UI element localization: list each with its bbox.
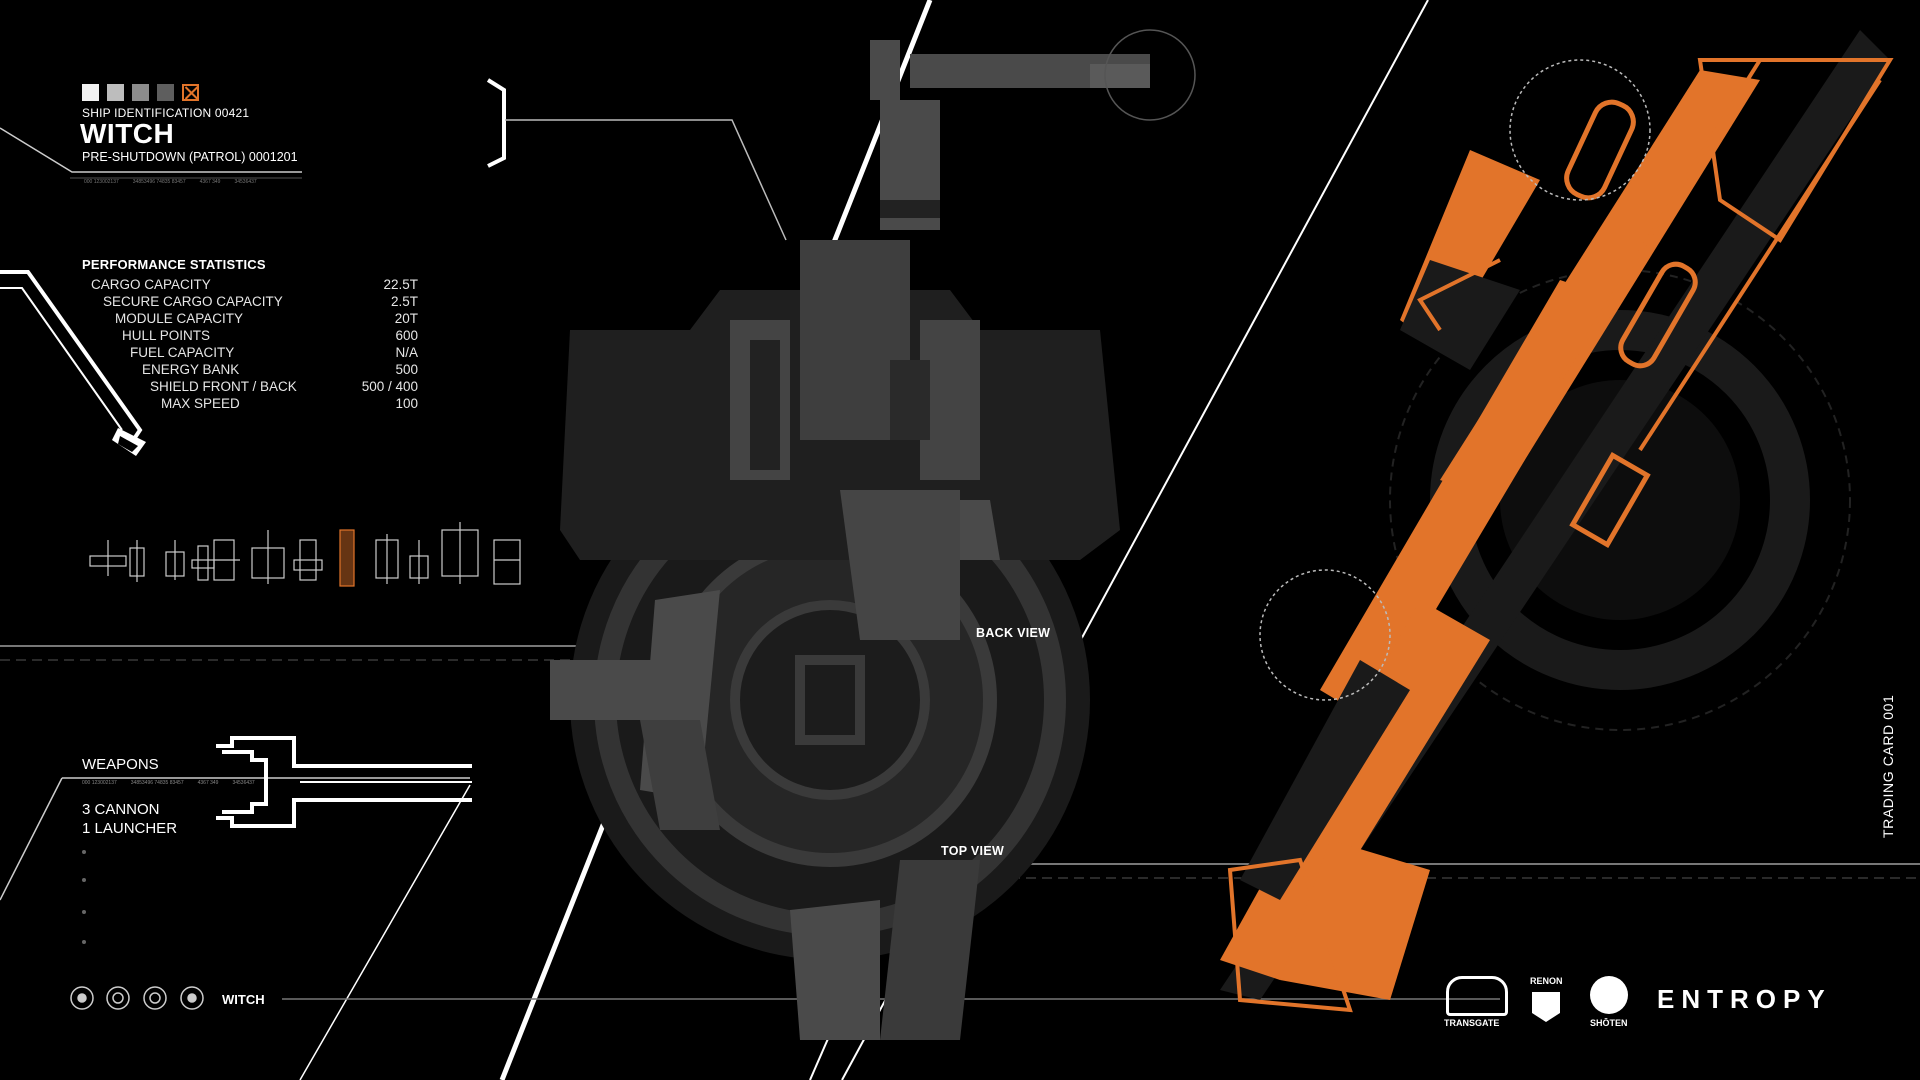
back-view-label: BACK VIEW [976, 626, 1051, 640]
color-swatches [82, 84, 199, 101]
decor-dot [82, 850, 86, 854]
chevron-arrow-icon [112, 428, 146, 456]
stat-value: 22.5T [383, 277, 418, 292]
top-view-schematic [1220, 30, 1894, 1013]
swatch-light-grey [107, 84, 124, 101]
transgate-label: TRANSGATE [1444, 1018, 1500, 1028]
stat-value: 600 [395, 328, 418, 343]
decor-dot [82, 878, 86, 882]
stat-label: ENERGY BANK [142, 362, 240, 377]
hud-brackets [0, 78, 787, 901]
stat-value: N/A [395, 345, 418, 360]
swatch-white [82, 84, 99, 101]
footer-circle-icons [70, 986, 204, 1010]
decor-dot [82, 940, 86, 944]
stat-label: SECURE CARGO CAPACITY [103, 294, 283, 309]
decor-dot [82, 910, 86, 914]
stat-value: 100 [395, 396, 418, 411]
stat-label: MODULE CAPACITY [115, 311, 244, 326]
ship-name: WITCH [80, 118, 175, 149]
stat-value: 2.5T [390, 294, 418, 309]
close-icon[interactable] [182, 84, 199, 101]
weapon-code: 34853496 74835 83457 [130, 780, 184, 786]
top-view-label: TOP VIEW [941, 844, 1005, 858]
transgate-logo-icon [1446, 976, 1508, 1016]
stat-label: SHIELD FRONT / BACK [150, 379, 297, 394]
stat-value: 20T [394, 311, 418, 326]
ship-code: 000 123002137 [84, 179, 119, 185]
shoten-label: SHŌTEN [1590, 1018, 1628, 1028]
stat-label: FUEL CAPACITY [130, 345, 235, 360]
swatch-grey [132, 84, 149, 101]
footer-ship-name: WITCH [222, 992, 265, 1007]
stat-value: 500 [395, 362, 418, 377]
weapon-codes: 000 123002137 34853496 74835 83457 4367 … [82, 780, 255, 786]
weapon-item: 1 LAUNCHER [82, 820, 178, 837]
ship-code: 4367 349 [199, 179, 221, 185]
ship-lineup-thumbnails [89, 522, 521, 587]
weapon-code: 4367 349 [197, 780, 219, 786]
weapons-title: WEAPONS [82, 756, 159, 773]
ship-code: 34853496 74835 83457 [132, 179, 186, 185]
ship-identification: SHIP IDENTIFICATION 00421 [82, 106, 250, 120]
stat-label: MAX SPEED [161, 396, 240, 411]
ship-class-line: PRE-SHUTDOWN (PATROL) 0001201 [82, 150, 298, 164]
weapon-code: 000 123002137 [82, 780, 117, 786]
trading-card-label: TRADING CARD 001 [1880, 694, 1896, 838]
weapon-code: 34536437 [232, 780, 255, 786]
stat-label: CARGO CAPACITY [91, 277, 211, 292]
performance-title: PERFORMANCE STATISTICS [82, 257, 266, 272]
back-view-schematic [550, 29, 1196, 1040]
stat-label: HULL POINTS [122, 328, 211, 343]
weapon-connector-icon [216, 736, 472, 828]
swatch-dark-grey [157, 84, 174, 101]
ship-codes: 000 123002137 34853496 74835 83457 4367 … [84, 179, 257, 185]
weapon-item: 3 CANNON [82, 801, 160, 818]
entropy-logo: ENTROPY [1657, 984, 1832, 1014]
ship-code: 34536437 [234, 179, 257, 185]
stat-value: 500 / 400 [361, 379, 418, 394]
shoten-logo-icon [1590, 976, 1628, 1014]
renon-label: RENON [1530, 976, 1563, 986]
